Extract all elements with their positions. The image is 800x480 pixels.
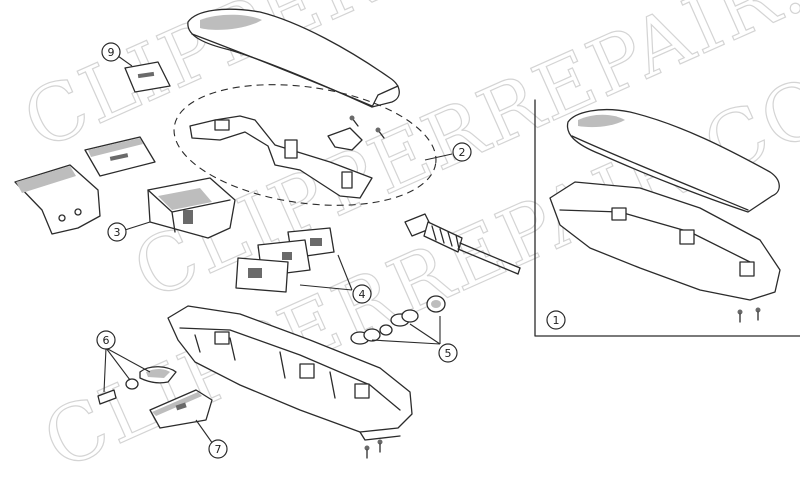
- bottom-housing: [167, 305, 413, 459]
- callout-7: 7: [208, 439, 228, 459]
- callout-1: 1: [546, 310, 566, 330]
- callout-2: 2: [452, 142, 472, 162]
- callout-4-label: 4: [359, 288, 366, 301]
- callout-9-label: 9: [108, 46, 115, 59]
- callout-3: 3: [107, 222, 127, 242]
- part-2-group: [173, 84, 437, 206]
- callout-7-label: 7: [215, 443, 222, 456]
- power-cord: [404, 213, 521, 275]
- blade-assembly: [14, 136, 156, 235]
- callout-6: 6: [96, 330, 116, 350]
- callout-1-label: 1: [553, 314, 560, 327]
- inset-assembled-view: [534, 99, 800, 337]
- callout-4: 4: [352, 284, 372, 304]
- part-5-springs: [350, 295, 446, 345]
- part-7-clip: [149, 389, 213, 429]
- callout-5-label: 5: [445, 347, 452, 360]
- part-4-switch: [235, 227, 335, 293]
- callout-9: 9: [101, 42, 121, 62]
- top-cover: [187, 8, 400, 108]
- callout-6-label: 6: [103, 334, 110, 347]
- part-6-hardware: [97, 366, 177, 405]
- part-9-plate: [124, 61, 171, 93]
- callout-3-label: 3: [114, 226, 121, 239]
- leader-lines: [103, 55, 453, 445]
- callout-5: 5: [438, 343, 458, 363]
- callout-2-label: 2: [459, 146, 466, 159]
